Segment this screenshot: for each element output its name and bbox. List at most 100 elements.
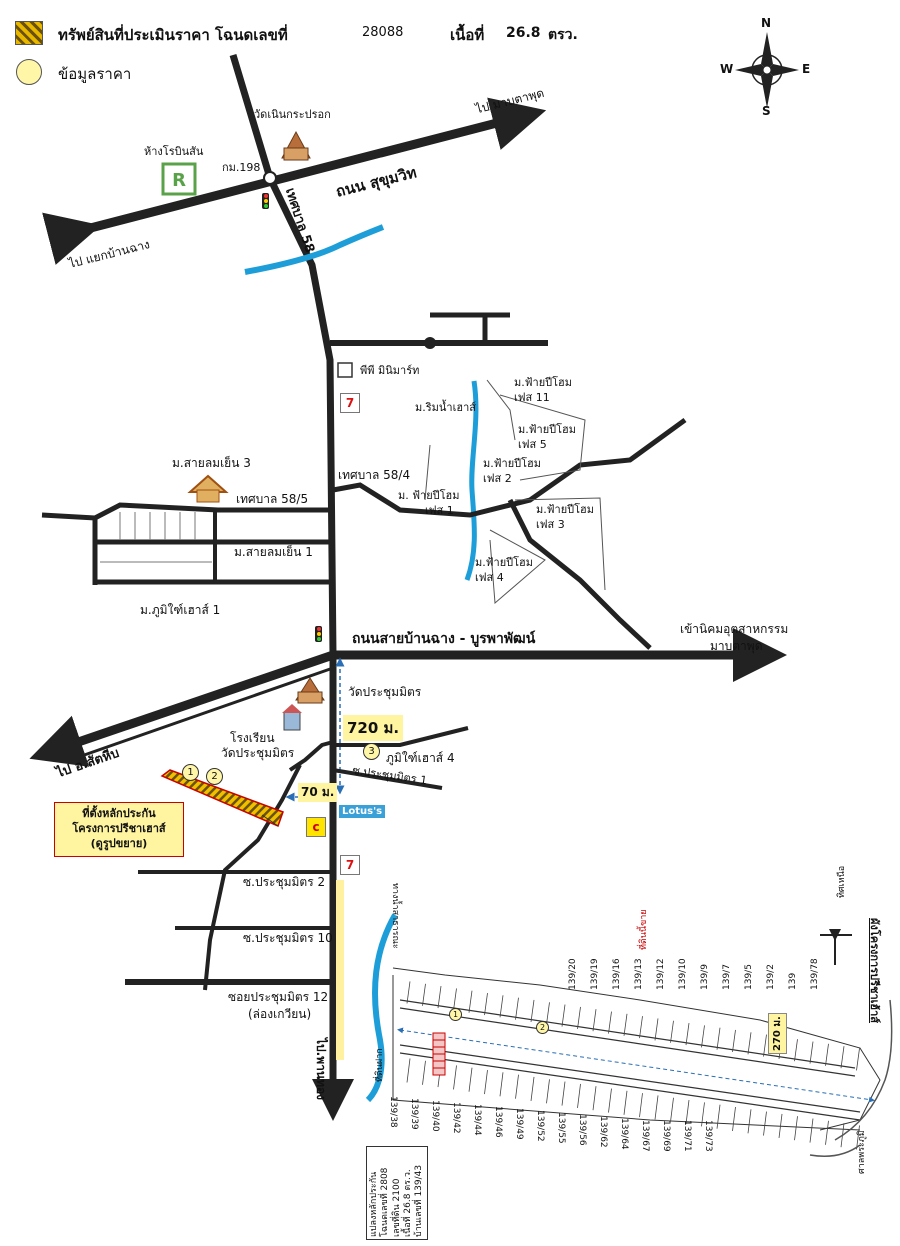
inset-lot-label: 139/16 xyxy=(612,958,622,990)
pp-minimart-label: พีพี มินิมาร์ท xyxy=(360,364,420,377)
compass-s: S xyxy=(762,104,771,118)
lot-divider xyxy=(732,1106,736,1132)
lot-divider xyxy=(639,1093,643,1118)
callout-line-2: โครงการปรีชาเฮาส์ xyxy=(72,821,166,835)
temple-icon-2 xyxy=(295,677,325,704)
lot-divider xyxy=(685,1023,690,1046)
inset-legend-line-3: เลขที่ดิน 2100 xyxy=(391,1178,402,1237)
price-legend-circle xyxy=(16,59,42,85)
inset-lot-label: 139/39 xyxy=(409,1098,419,1130)
inset-lot-label: 139 xyxy=(788,972,798,990)
fai-4-label-b: เฟส 4 xyxy=(475,571,504,584)
collateral-parcel xyxy=(160,769,284,828)
inset-lot-label: 139/10 xyxy=(678,958,688,990)
inset-lot-label: 139/13 xyxy=(634,958,644,990)
ban-chang-burapha-label: ถนนสายบ้านฉาง - บูรพาพัฒน์ xyxy=(352,631,536,647)
lot-divider xyxy=(561,1004,566,1027)
inset-lot-label: 139/62 xyxy=(598,1116,608,1148)
callout-line-1: ที่ตั้งหลักประกัน xyxy=(82,807,156,820)
header-title: ทรัพย์สินที่ประเมินราคา โฉนดเลขที่ xyxy=(58,26,288,44)
fai-1-label-a: ม. ฟ้ายปีโฮม xyxy=(398,489,460,502)
inset-lot-label: 139/52 xyxy=(535,1110,545,1142)
lot-divider xyxy=(577,1006,581,1029)
inset-lot-label: 139/49 xyxy=(514,1108,524,1140)
lot-divider xyxy=(577,1083,581,1108)
area-value: 26.8 xyxy=(506,25,541,41)
lot-divider xyxy=(685,1100,690,1125)
school-label-a: โรงเรียน xyxy=(230,731,275,745)
collateral-callout: ที่ตั้งหลักประกัน โครงการปรีชาเฮาส์ (ดูร… xyxy=(54,802,184,857)
inset-legend-line-2: โฉนดเลขที่ 2808 xyxy=(380,1167,391,1237)
fai-5-label-a: ม.ฟ้ายปีโฮม xyxy=(518,423,577,436)
lotus-badge: Lotus's xyxy=(339,805,386,818)
inset-marker-2: 2 xyxy=(536,1021,549,1034)
lot-divider xyxy=(468,990,473,1013)
school-icon xyxy=(282,704,302,731)
lot-divider xyxy=(484,1069,488,1095)
lot-divider xyxy=(716,1104,721,1129)
lot-divider xyxy=(794,1039,798,1062)
lot-divider xyxy=(530,999,535,1023)
svg-text:R: R xyxy=(172,170,186,191)
inset-lot-label: 139/42 xyxy=(451,1102,461,1134)
to-industrial-1: เข้านิคมอุตสาหกรรม xyxy=(680,622,789,636)
wat-noen-label: วัดเนินกระปรอก xyxy=(254,108,331,121)
lot-divider xyxy=(763,1111,767,1136)
inset-lot-label: 139/44 xyxy=(472,1104,482,1136)
inset-lot-label: 139/78 xyxy=(810,958,820,990)
inset-lot-label: 139/7 xyxy=(722,964,732,990)
lot-divider xyxy=(422,983,426,1006)
km198-label: กม.198 xyxy=(222,161,261,174)
lot-divider xyxy=(809,1041,814,1064)
inset-lot-label: 139/71 xyxy=(682,1120,692,1152)
fai-2-label-b: เฟส 2 xyxy=(483,472,512,485)
school-label-b: วัดประชุมมิตร xyxy=(221,746,295,760)
lot-divider xyxy=(856,1048,860,1071)
traffic-light-icon-2 xyxy=(315,626,322,642)
lot-divider xyxy=(406,1058,411,1083)
inset-lot-label: 139/73 xyxy=(703,1120,713,1152)
lot-divider xyxy=(453,1065,457,1090)
inset-lot-label: 139/19 xyxy=(590,958,600,990)
fai-11-label-a: ม.ฟ้ายปีโฮม xyxy=(514,376,573,389)
price-marker-2: 2 xyxy=(206,768,223,785)
sukhumvit-road xyxy=(42,97,547,265)
lot-divider xyxy=(453,988,457,1011)
inset-marker-text: ที่ดินนี้ขาย xyxy=(639,909,649,950)
lot-divider xyxy=(515,997,519,1020)
price-legend-label: ข้อมูลราคา xyxy=(58,65,132,83)
price-marker-1: 1 xyxy=(182,764,199,781)
inset-lot-label: 139/69 xyxy=(661,1120,671,1152)
inset-lot-label: 139/40 xyxy=(430,1100,440,1132)
area-unit: ตรว. xyxy=(548,27,578,43)
lot-divider xyxy=(670,1020,674,1043)
distance-270: 270 ม. xyxy=(768,1013,787,1054)
soi12-sub-label: (ล่องเกวียน) xyxy=(248,1007,312,1021)
inset-lot-label: 139/12 xyxy=(656,958,666,990)
soi2-label: ซ.ประชุมมิตร 2 xyxy=(243,875,326,889)
price-marker-3: 3 xyxy=(363,743,380,760)
soi10-label: ซ.ประชุมมิตร 10 xyxy=(243,931,333,945)
inset-title: ผังโครงการปรีชาเฮ้าส์ xyxy=(868,918,881,1024)
inset-lot-label: 139/64 xyxy=(619,1118,629,1150)
to-industrial-2: มาบตาพุด xyxy=(710,639,763,653)
house-icon xyxy=(187,474,229,503)
inset-lot-label: 139/20 xyxy=(568,958,578,990)
traffic-light-icon xyxy=(262,193,269,209)
rim-nam-label: ม.ริมน้ำเฮาส์ xyxy=(415,401,476,414)
fai-2-label-a: ม.ฟ้ายปีโฮม xyxy=(483,457,542,470)
fai-4-label-a: ม.ฟ้ายปีโฮม xyxy=(475,556,534,569)
fai-3-label-b: เฟส 3 xyxy=(536,518,565,531)
distance-720: 720 ม. xyxy=(343,715,404,741)
inset-lot-label: 139/46 xyxy=(493,1106,503,1138)
lot-divider xyxy=(778,1113,783,1138)
lot-divider xyxy=(639,1016,643,1039)
fai-1-label-b: เฟส 1 xyxy=(425,504,454,517)
lot-divider xyxy=(654,1018,659,1041)
inset-plan xyxy=(365,913,893,1157)
inset-legend-line-5: บ้านเลขที่ 139/43 xyxy=(414,1164,424,1237)
lot-divider xyxy=(608,1011,612,1034)
lot-divider xyxy=(747,1032,752,1055)
lot-divider xyxy=(825,1043,829,1066)
lot-divider xyxy=(546,1079,550,1104)
